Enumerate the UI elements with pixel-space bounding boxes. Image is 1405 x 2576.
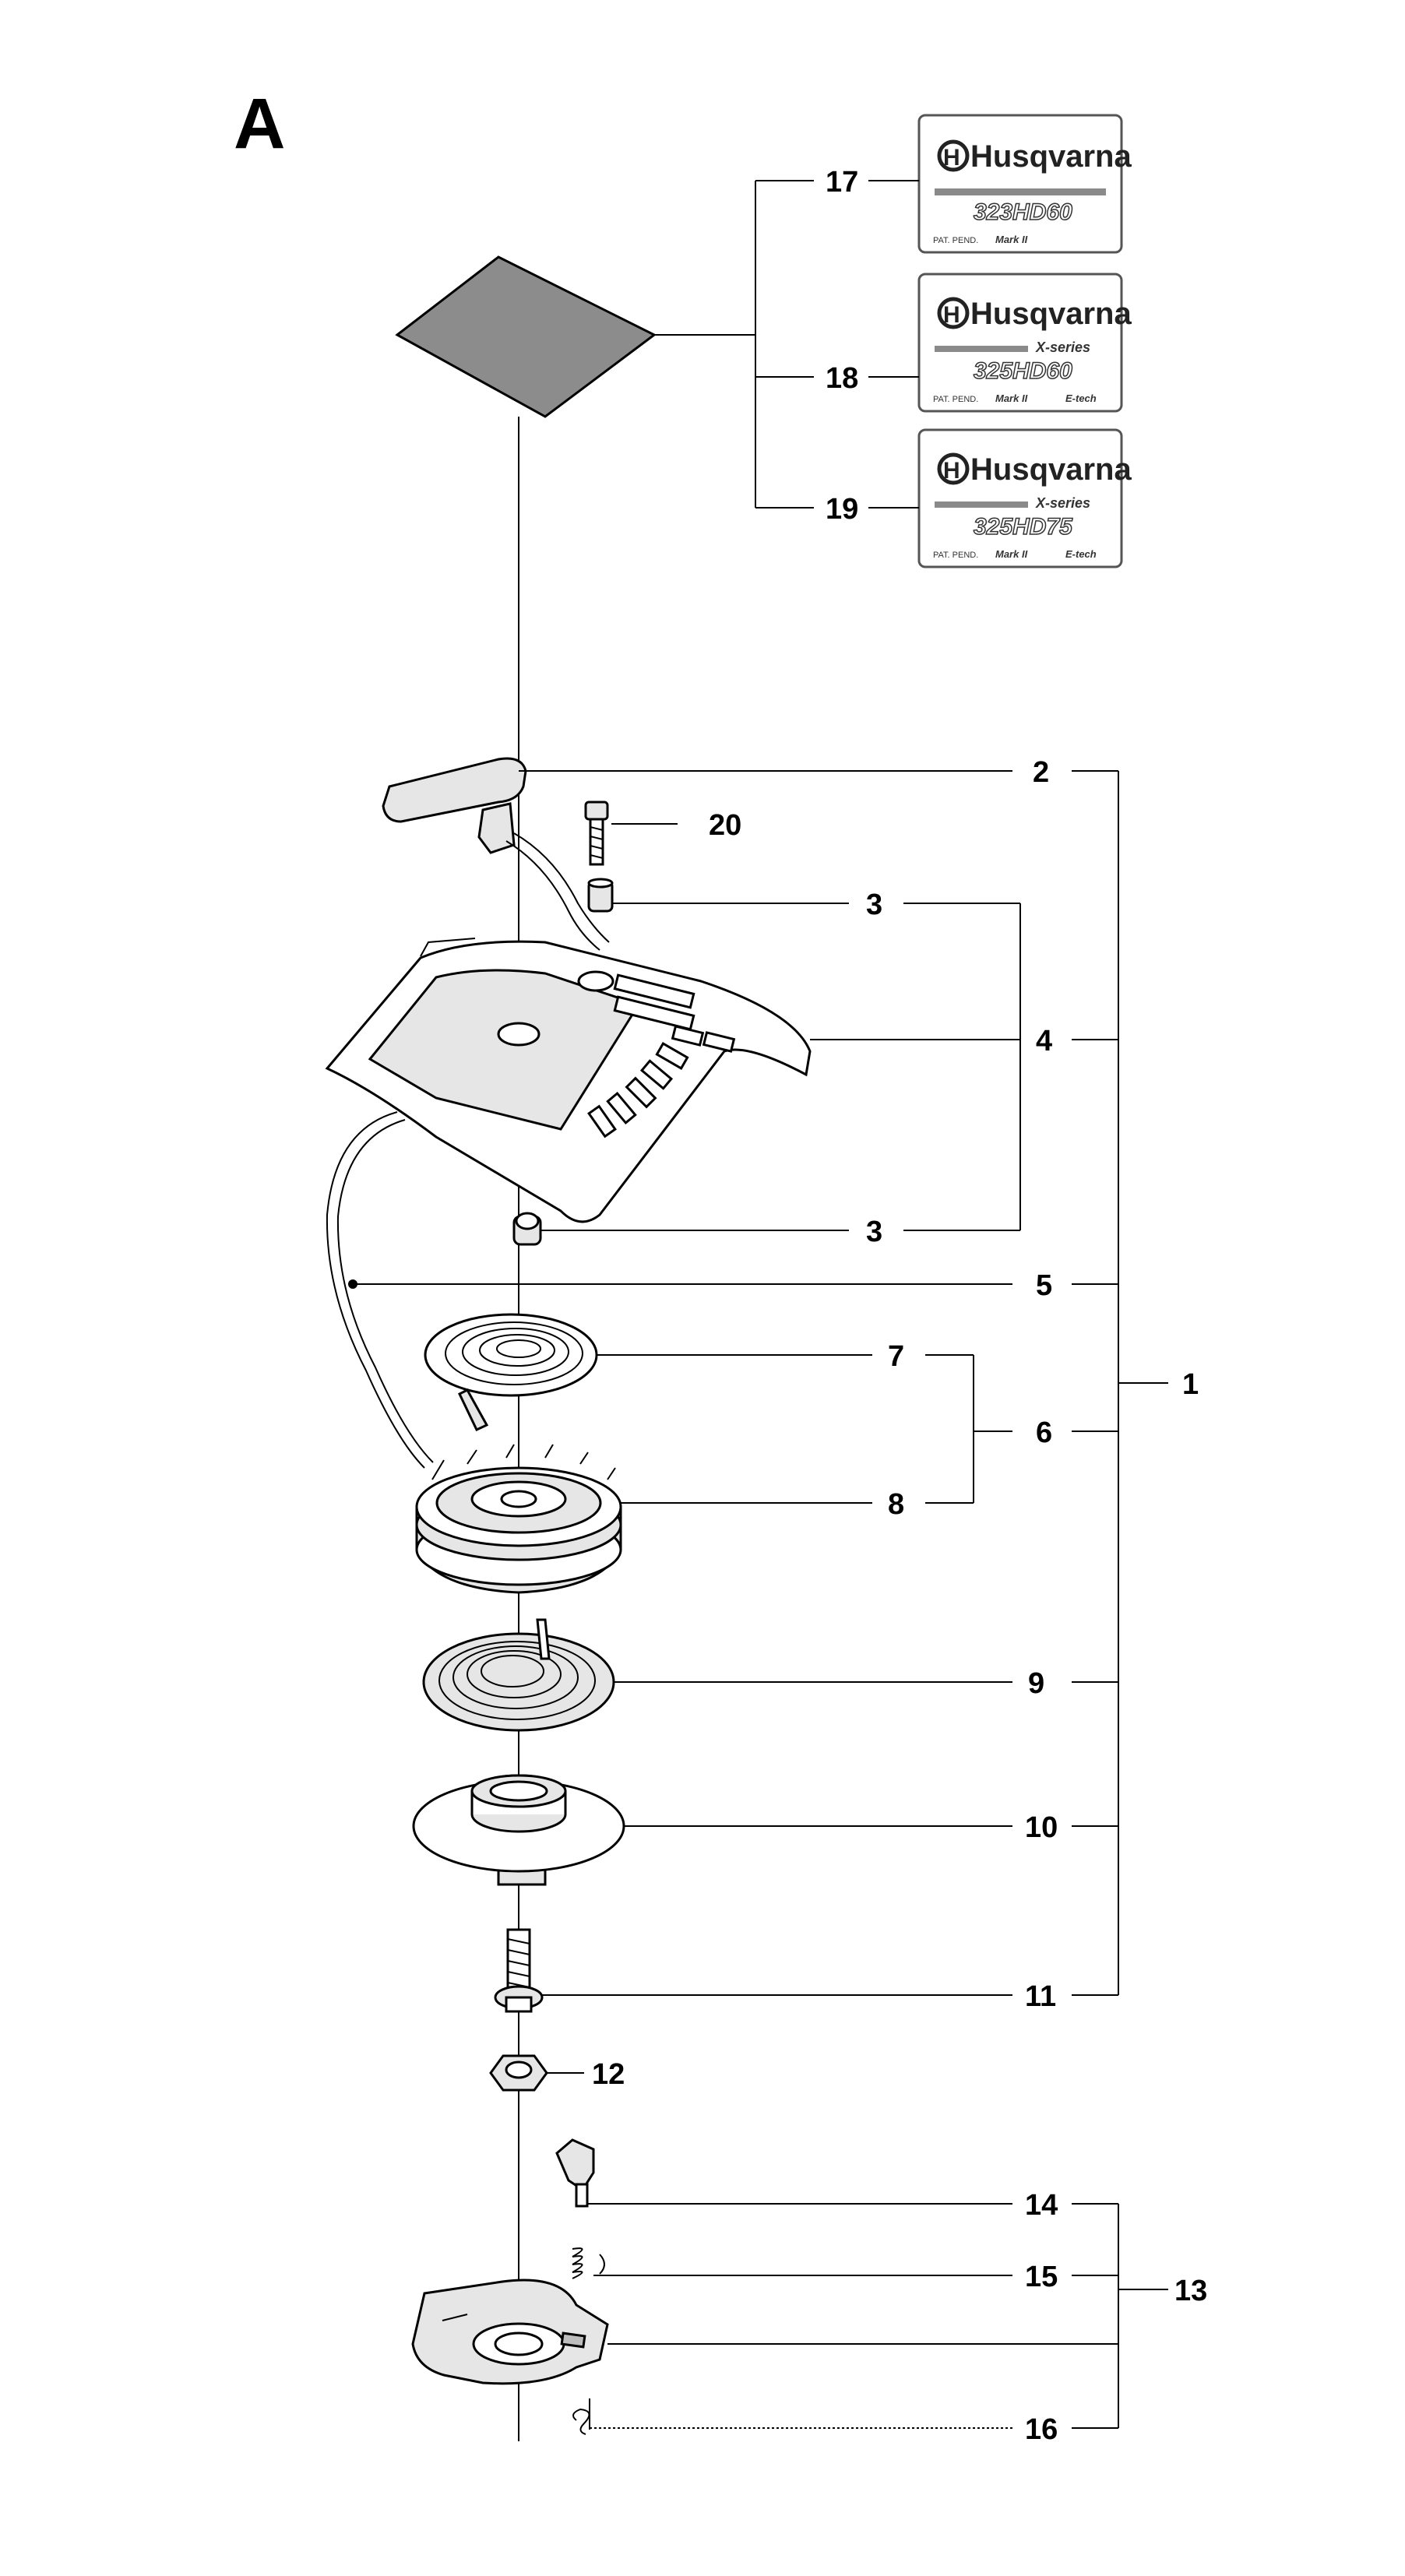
callout-15: 15 [1025,2261,1058,2293]
rope-pulley-8 [415,1444,622,1594]
callout-2: 2 [1033,756,1049,789]
housing-vent-slots [587,973,736,1138]
starter-handle [382,757,610,951]
callout-6: 6 [1036,1416,1052,1449]
callout-12: 12 [592,2058,625,2091]
callout-8: 8 [888,1488,904,1521]
nut-12 [489,2054,548,2092]
callout-11: 11 [1025,1980,1056,2013]
bolt-11 [494,1928,544,2013]
decal-leaders [654,180,919,509]
decal-mark: Mark II [995,392,1028,404]
decal-series: X-series [1035,340,1090,355]
pawl-14 [555,2138,595,2208]
decal-pat: PAT. PEND. [933,236,978,245]
callout-9: 9 [1028,1667,1044,1700]
callout-18: 18 [826,362,858,395]
decal-etech: E-tech [1065,392,1097,404]
decal-brand: Husqvarna [970,139,1132,174]
bushing-3-upper [587,878,614,913]
recoil-spring-7 [424,1313,598,1431]
svg-text:H: H [943,458,960,484]
decal-17: H Husqvarna 323HD60 PAT. PEND. Mark II [917,114,1132,254]
husqvarna-logo-icon: H [937,452,970,485]
decal-mark: Mark II [995,234,1028,245]
svg-text:H: H [943,145,960,171]
section-letter: A [234,84,285,164]
decal-model: 325HD60 [974,358,1072,384]
decal-pat: PAT. PEND. [933,551,978,560]
screw-20 [584,801,609,866]
decal-model: 323HD60 [974,199,1072,225]
decal-mark: Mark II [995,548,1028,560]
decal-series: X-series [1035,495,1090,511]
decal-model: 325HD75 [974,514,1073,540]
callout-3-upper: 3 [866,889,882,921]
decal-brand: Husqvarna [970,452,1132,487]
callout-17: 17 [826,166,858,199]
bushing-3-lower [512,1212,542,1246]
decal-etech: E-tech [1065,548,1097,560]
spring-15 [572,2247,605,2279]
decal-pat: PAT. PEND. [933,395,978,404]
callout-1: 1 [1182,1368,1199,1401]
callout-19: 19 [826,493,858,526]
callout-5: 5 [1036,1269,1052,1302]
callout-10: 10 [1025,1811,1058,1844]
pulley-hub-10 [412,1774,625,1886]
callout-4: 4 [1036,1025,1052,1057]
callout-7: 7 [888,1340,904,1373]
decal-brand: Husqvarna [970,297,1132,331]
starter-rope [326,1111,425,1469]
callout-3-lower: 3 [866,1216,882,1248]
callout-13: 13 [1174,2275,1207,2307]
spring-9 [422,1618,615,1732]
decal-19: H Husqvarna X-series 325HD75 PAT. PEND. … [917,428,1132,568]
callout-20: 20 [709,809,741,842]
callout-14: 14 [1025,2189,1058,2222]
pawl-base [411,2279,609,2385]
decal-18: H Husqvarna X-series 325HD60 PAT. PEND. … [917,273,1132,413]
starter-housing [325,938,812,1223]
clip-16 [572,2398,590,2435]
husqvarna-logo-icon: H [937,139,970,172]
leader-lines [353,770,1168,2429]
callout-numbers: 17 18 19 2 20 3 4 3 5 7 1 6 8 9 10 11 12… [592,166,1207,2446]
decal-sheet [395,255,657,418]
callout-16: 16 [1025,2413,1058,2446]
svg-text:H: H [943,302,960,328]
husqvarna-logo-icon: H [937,297,970,329]
